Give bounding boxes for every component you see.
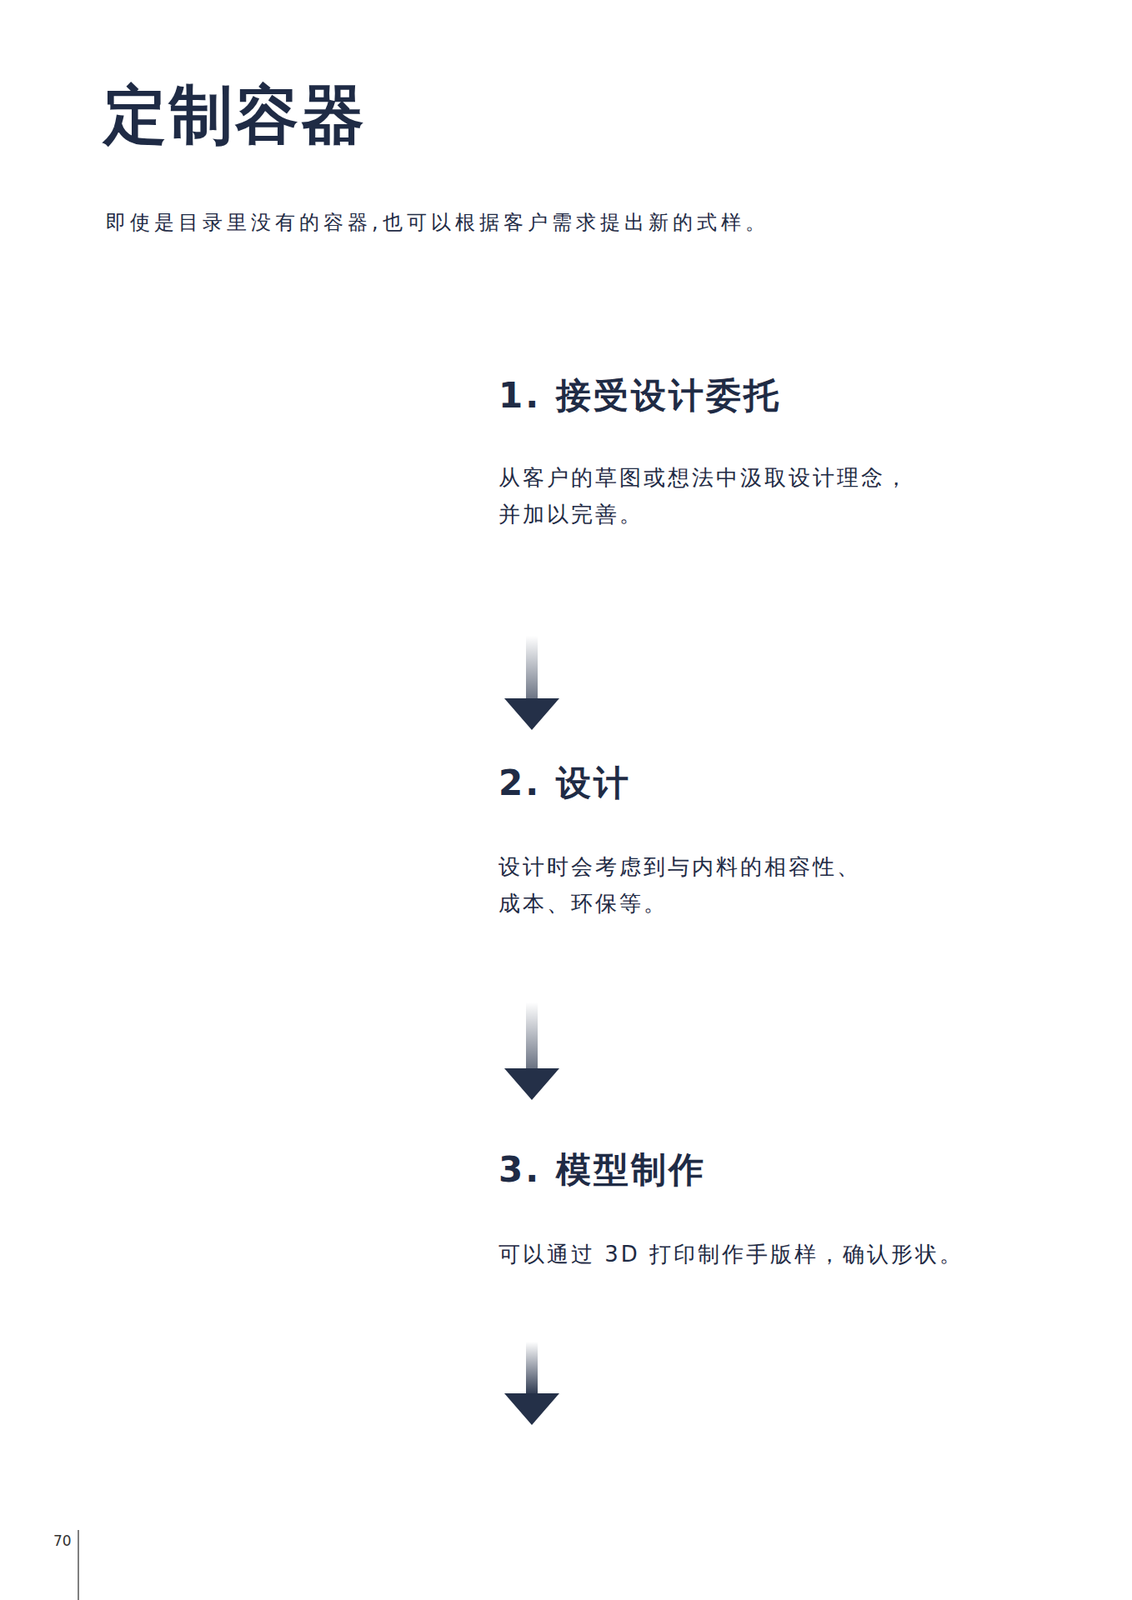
step-shape: [175, 1100, 1046, 1356]
sketch-icon: [216, 400, 399, 609]
step-circle: [169, 730, 425, 986]
step-circle: [180, 364, 436, 620]
continue-arrow: [504, 1342, 560, 1426]
step-description: 可以通过 3D 打印制作手版样，确认形状。: [498, 1236, 1082, 1273]
arrow-head: [504, 698, 560, 731]
intro-text: 即使是目录里没有的容器,也可以根据客户需求提出新的式样。: [105, 208, 770, 237]
process-step: 2. 设计设计时会考虑到与内料的相容性、 成本、环保等。: [169, 730, 1046, 986]
arrow-shaft: [525, 619, 538, 702]
step-description: 设计时会考虑到与内料的相容性、 成本、环保等。: [498, 848, 881, 922]
page-number: 70: [53, 1532, 72, 1551]
heading-rule: [296, 816, 1046, 822]
flow-arrow: [504, 985, 560, 1101]
step-circle: [175, 1100, 431, 1356]
page-rule: [77, 1530, 80, 1600]
arrow-head: [504, 1068, 560, 1101]
arrow-shaft: [525, 985, 538, 1072]
step-heading: 2. 设计: [498, 762, 632, 805]
step-heading: 1. 接受设计委托: [498, 375, 782, 417]
computer-icon: [205, 786, 389, 962]
process-step: 3. 模型制作可以通过 3D 打印制作手版样，确认形状。: [175, 1100, 1046, 1356]
heading-rule: [303, 1202, 1046, 1209]
step-description: 从客户的草图或想法中汲取设计理念， 并加以完善。: [498, 459, 928, 533]
step-heading: 3. 模型制作: [498, 1149, 707, 1192]
flow-arrow: [504, 619, 560, 731]
process-step: 1. 接受设计委托从客户的草图或想法中汲取设计理念， 并加以完善。: [180, 364, 1046, 620]
page-title: 定制容器: [103, 78, 367, 151]
printer-icon: [223, 1144, 389, 1323]
heading-rule: [308, 428, 1046, 435]
